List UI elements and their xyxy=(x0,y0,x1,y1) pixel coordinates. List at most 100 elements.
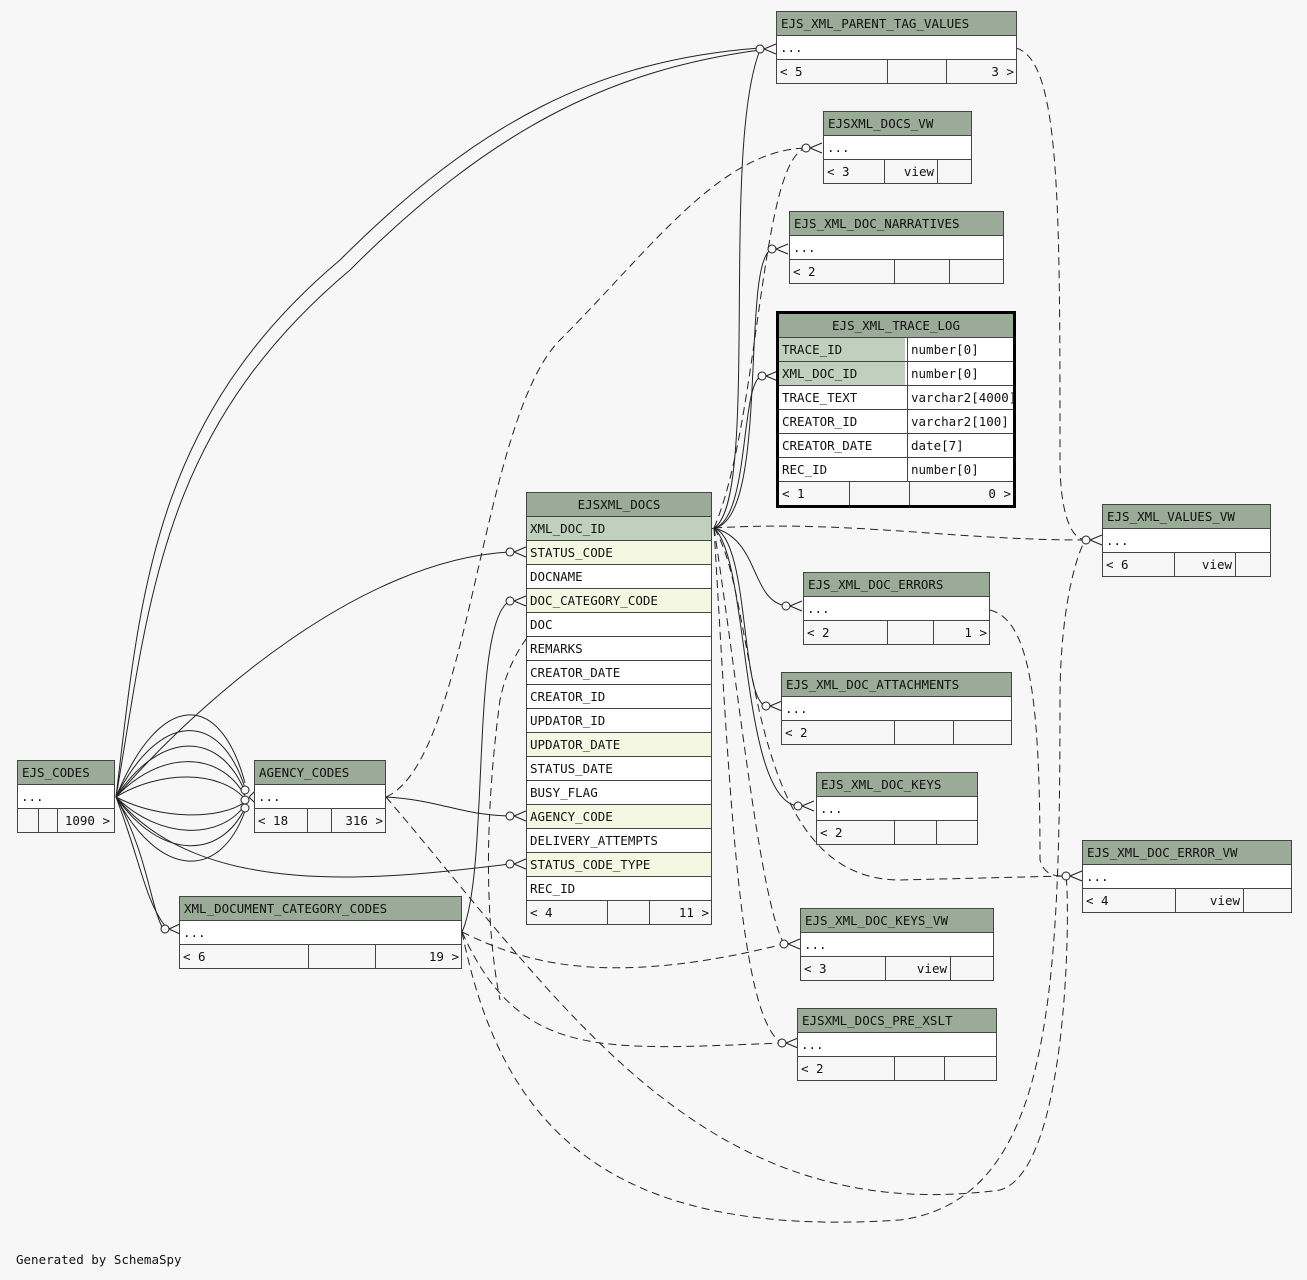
table-name[interactable]: EJS_XML_TRACE_LOG xyxy=(779,314,1013,338)
relationship-line xyxy=(713,147,807,529)
column-row[interactable]: REMARKS xyxy=(527,637,711,661)
table-name[interactable]: EJS_XML_DOC_KEYS_VW xyxy=(801,909,993,933)
column-row[interactable]: CREATOR_ID xyxy=(527,685,711,709)
table-ejs-xml-doc-keys[interactable]: EJS_XML_DOC_KEYS ... < 2 xyxy=(816,772,978,845)
column-row[interactable]: DOCNAME xyxy=(527,565,711,589)
table-ejs-xml-parent-tag-values[interactable]: EJS_XML_PARENT_TAG_VALUES ... < 5 3 > xyxy=(776,11,1017,84)
column-row[interactable]: UPDATOR_DATE xyxy=(527,733,711,757)
relationship-line xyxy=(461,931,785,969)
footer-left: < 2 xyxy=(801,1061,824,1076)
column-name: UPDATOR_DATE xyxy=(527,733,621,756)
footer-left: < 4 xyxy=(530,905,553,920)
relationship-line xyxy=(115,745,246,798)
column-type: number[0] xyxy=(907,338,979,361)
column-row[interactable]: UPDATOR_ID xyxy=(527,709,711,733)
column-row[interactable]: REC_ID xyxy=(527,877,711,901)
relationship-marker xyxy=(757,371,767,381)
footer-mid xyxy=(308,945,376,968)
column-row[interactable]: STATUS_CODE xyxy=(527,541,711,565)
table-name[interactable]: XML_DOCUMENT_CATEGORY_CODES xyxy=(180,897,461,921)
table-ejs-xml-doc-narratives[interactable]: EJS_XML_DOC_NARRATIVES ... < 2 xyxy=(789,211,1004,284)
column-row[interactable]: STATUS_CODE_TYPE xyxy=(527,853,711,877)
table-xml-document-category-codes[interactable]: XML_DOCUMENT_CATEGORY_CODES ... < 6 19 > xyxy=(179,896,462,969)
column-row[interactable]: AGENCY_CODE xyxy=(527,805,711,829)
relationship-marker xyxy=(777,1038,787,1048)
table-ejs-xml-doc-error-vw[interactable]: EJS_XML_DOC_ERROR_VW ... < 4 view xyxy=(1082,840,1292,913)
footer-right xyxy=(949,260,1004,283)
ellipsis-text: ... xyxy=(820,801,843,816)
table-agency-codes[interactable]: AGENCY_CODES ... < 18 316 > xyxy=(254,760,386,833)
table-footer: < 2 xyxy=(817,821,977,844)
table-name[interactable]: EJS_XML_DOC_ATTACHMENTS xyxy=(782,673,1011,697)
footer-left xyxy=(18,809,38,832)
footer-right: 1 > xyxy=(933,621,989,644)
columns-ellipsis: ... xyxy=(1083,865,1291,889)
table-ejs-xml-doc-errors[interactable]: EJS_XML_DOC_ERRORS ... < 2 1 > xyxy=(803,572,990,645)
column-name: CREATOR_ID xyxy=(782,414,858,429)
column-row[interactable]: DOC_CATEGORY_CODE xyxy=(527,589,711,613)
footer-right xyxy=(944,1057,997,1080)
table-ejs-xml-doc-keys-vw[interactable]: EJS_XML_DOC_KEYS_VW ... < 3 view xyxy=(800,908,994,981)
footer-left: < 2 xyxy=(807,625,830,640)
table-name[interactable]: EJS_XML_DOC_NARRATIVES xyxy=(790,212,1003,236)
ellipsis-text: ... xyxy=(827,140,850,155)
relationship-line xyxy=(115,796,246,847)
relationship-marker xyxy=(801,143,811,153)
column-row[interactable]: STATUS_DATE xyxy=(527,757,711,781)
table-name[interactable]: EJSXML_DOCS_PRE_XSLT xyxy=(798,1009,996,1033)
column-row[interactable]: CREATOR_DATE xyxy=(527,661,711,685)
relationship-marker xyxy=(505,596,515,606)
relationship-marker xyxy=(775,243,789,255)
table-footer: < 18 316 > xyxy=(255,809,385,832)
table-ejs-xml-values-vw[interactable]: EJS_XML_VALUES_VW ... < 6 view xyxy=(1102,504,1271,577)
column-row[interactable]: DOC xyxy=(527,613,711,637)
table-name[interactable]: EJS_CODES xyxy=(18,761,114,785)
relationship-marker xyxy=(1061,871,1071,881)
table-name[interactable]: EJSXML_DOCS xyxy=(527,493,711,517)
table-name[interactable]: AGENCY_CODES xyxy=(255,761,385,785)
table-name[interactable]: EJS_XML_VALUES_VW xyxy=(1103,505,1270,529)
relationship-line xyxy=(713,527,799,807)
table-footer: < 6 19 > xyxy=(180,945,461,968)
table-footer: < 3 view xyxy=(801,957,993,980)
footer-left: < 3 xyxy=(804,961,827,976)
relationship-line xyxy=(713,527,783,1044)
relationship-marker xyxy=(513,546,527,558)
footer-left: < 1 xyxy=(782,486,805,501)
relationship-marker xyxy=(769,700,783,712)
table-name[interactable]: EJS_XML_DOC_ERROR_VW xyxy=(1083,841,1291,865)
column-type: number[0] xyxy=(907,458,979,481)
ellipsis-text: ... xyxy=(807,601,830,616)
table-name[interactable]: EJS_XML_DOC_ERRORS xyxy=(804,573,989,597)
table-ejsxml-docs-vw[interactable]: EJSXML_DOCS_VW ... < 3 view xyxy=(823,111,972,184)
footer-mid xyxy=(887,621,934,644)
relationship-line xyxy=(461,600,511,933)
column-row[interactable]: XML_DOC_ID xyxy=(527,517,711,541)
footer-left: < 6 xyxy=(1106,557,1129,572)
table-name[interactable]: EJS_XML_PARENT_TAG_VALUES xyxy=(777,12,1016,36)
columns-ellipsis: ... xyxy=(790,236,1003,260)
relationship-marker xyxy=(240,803,250,813)
column-name: CREATOR_ID xyxy=(530,689,606,704)
table-name[interactable]: EJS_XML_DOC_KEYS xyxy=(817,773,977,797)
column-row[interactable]: BUSY_FLAG xyxy=(527,781,711,805)
table-name[interactable]: EJSXML_DOCS_VW xyxy=(824,112,971,136)
table-footer: < 6 view xyxy=(1103,553,1270,576)
table-footer: < 2 xyxy=(798,1057,996,1080)
footer-left: < 5 xyxy=(780,64,803,79)
relationship-marker xyxy=(809,142,823,154)
table-ejs-codes[interactable]: EJS_CODES ... 1090 > xyxy=(17,760,115,833)
table-ejs-xml-doc-attachments[interactable]: EJS_XML_DOC_ATTACHMENTS ... < 2 xyxy=(781,672,1012,745)
footer-right xyxy=(950,957,994,980)
column-row[interactable]: DELIVERY_ATTEMPTS xyxy=(527,829,711,853)
table-ejsxml-docs-pre-xslt[interactable]: EJSXML_DOCS_PRE_XSLT ... < 2 xyxy=(797,1008,997,1081)
ellipsis-text: ... xyxy=(801,1037,824,1052)
